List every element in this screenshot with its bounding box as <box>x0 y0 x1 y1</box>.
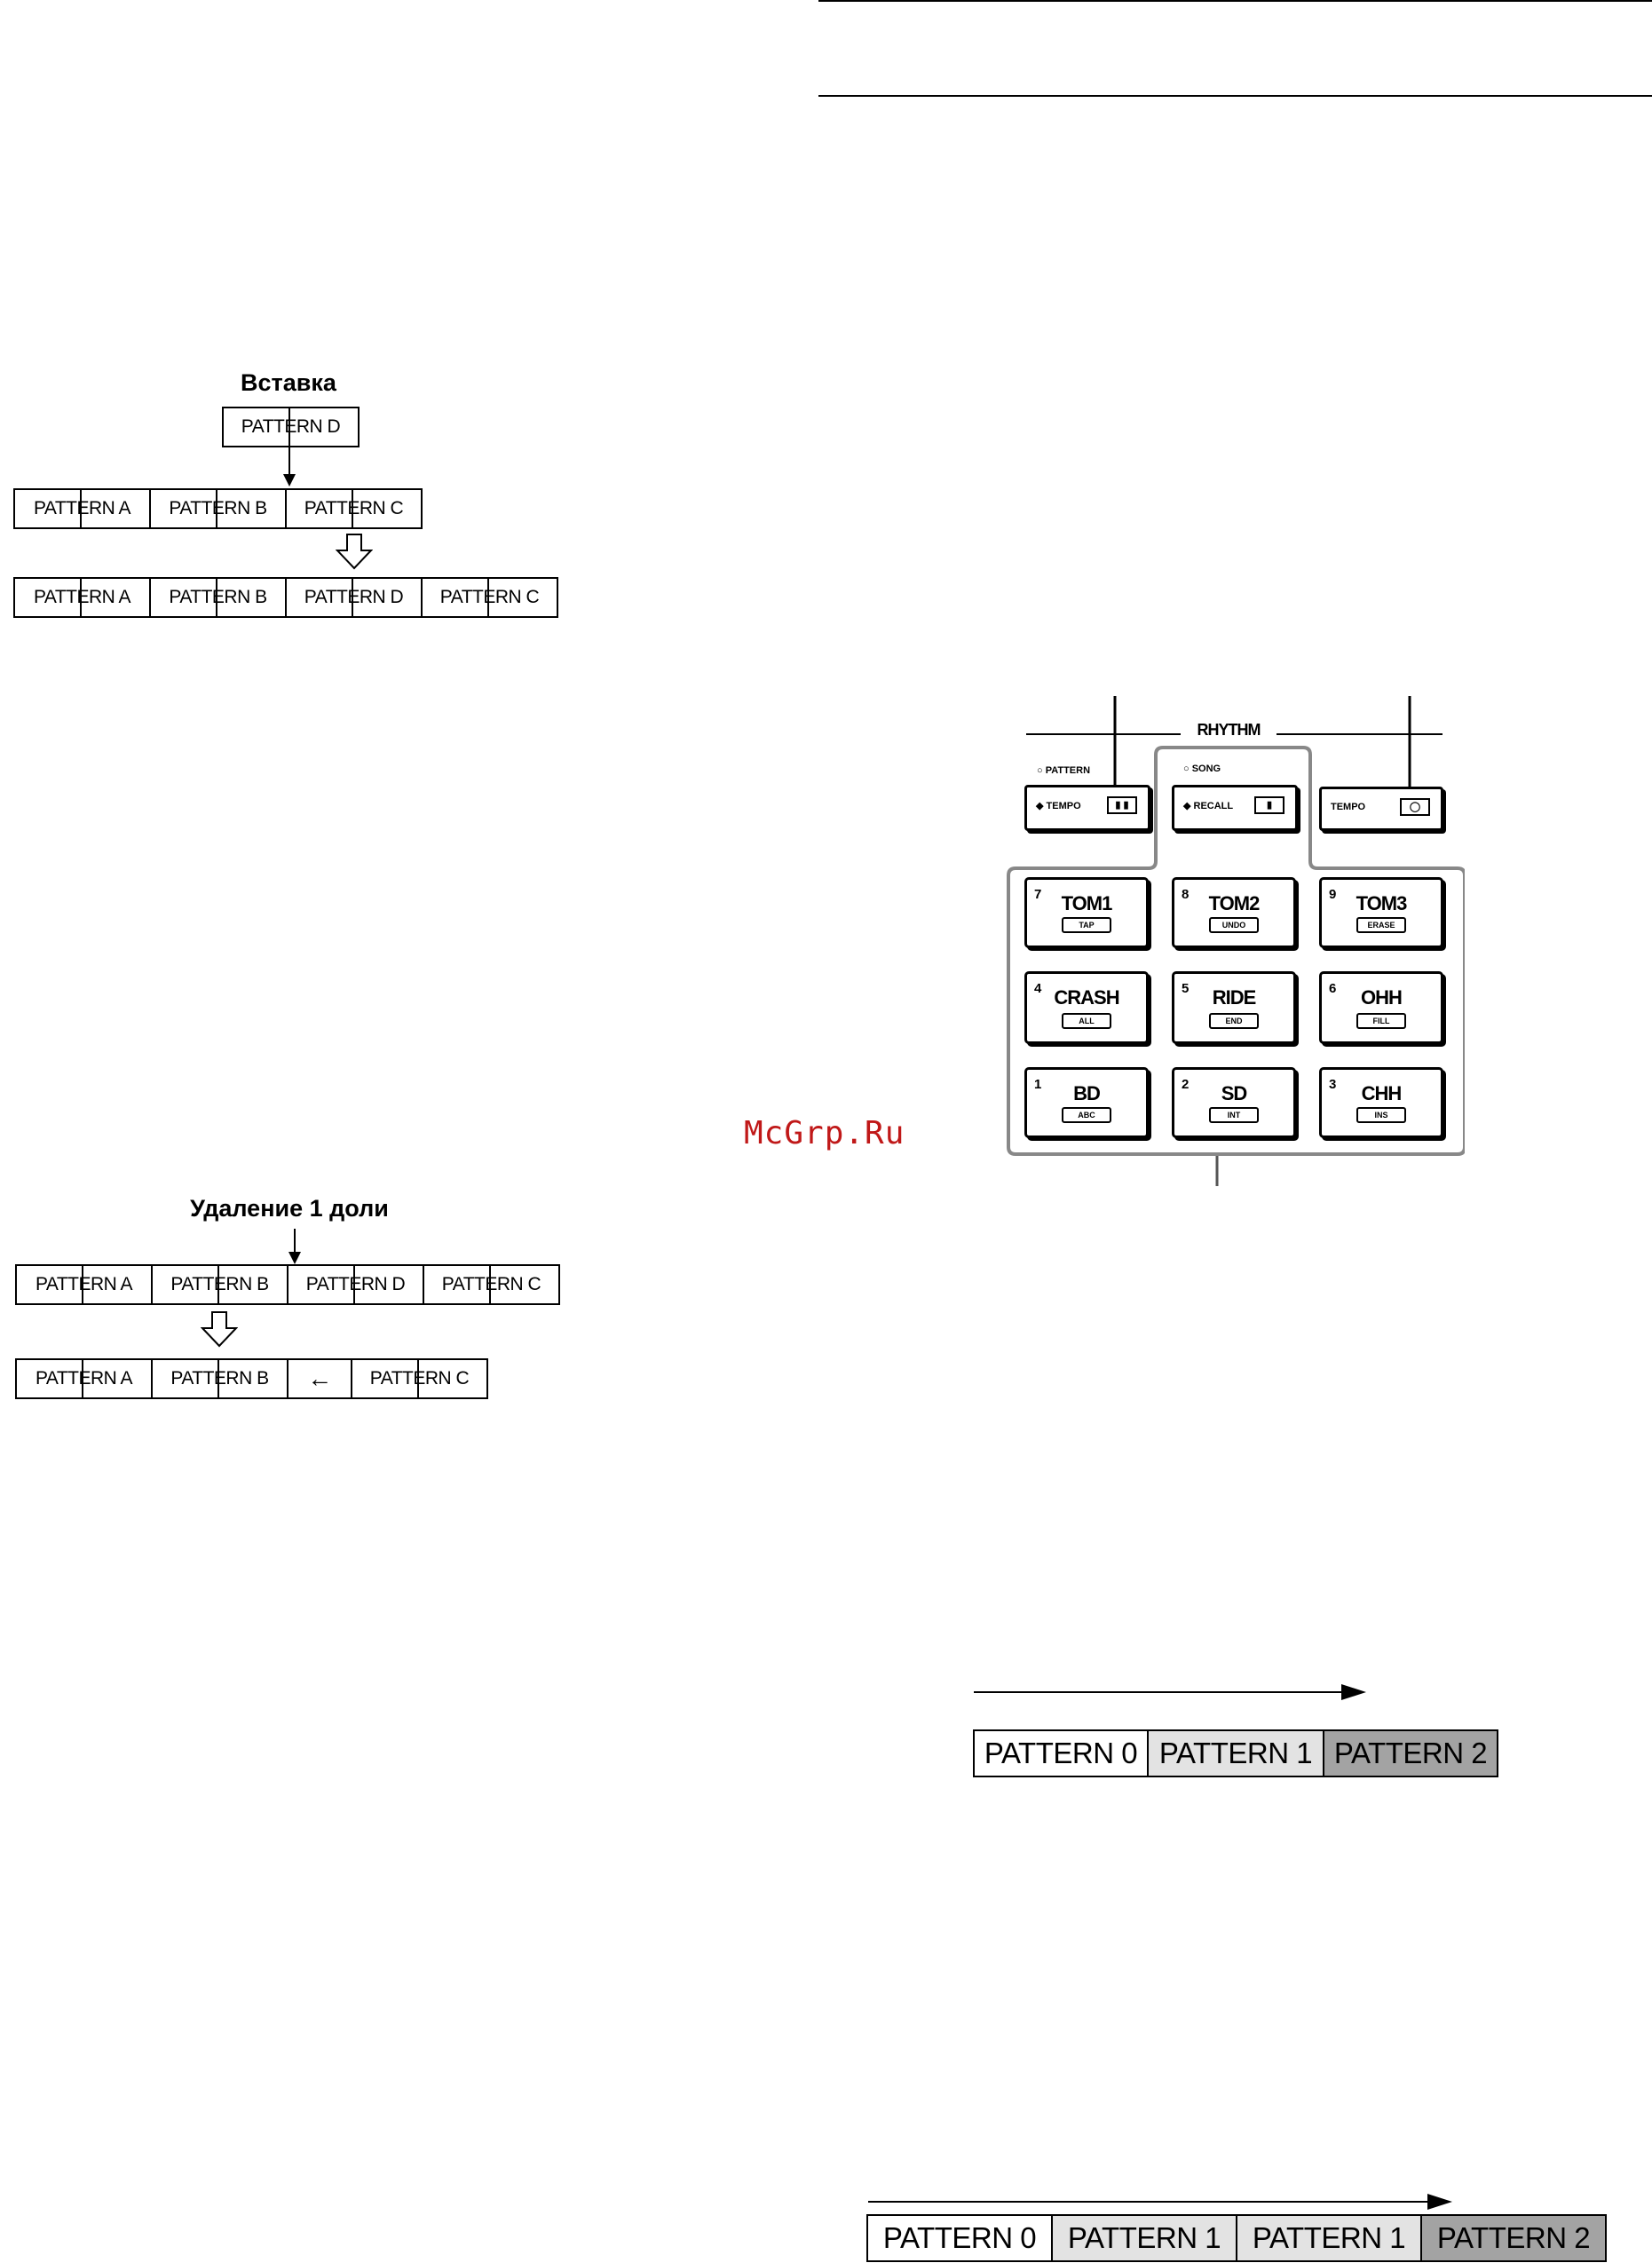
insert-before-row: PATTERN A PATTERN B PATTERN C <box>13 488 423 529</box>
delete-before-row: PATTERN A PATTERN B PATTERN D PATTERN C <box>15 1264 560 1305</box>
pattern-cell: PATTERN C <box>285 488 423 529</box>
insert-result-arrow-icon <box>336 534 373 570</box>
pattern-cell: PATTERN C <box>421 577 558 618</box>
delete-down-arrow <box>289 1229 301 1264</box>
pattern-cell: PATTERN D <box>222 407 360 447</box>
pattern-cell: PATTERN 0 <box>973 1729 1149 1777</box>
watermark-text: McGrp.Ru <box>744 1115 905 1151</box>
pattern-cell: PATTERN A <box>13 577 151 618</box>
recall-button[interactable]: ◆ RECALL▮ <box>1172 785 1298 831</box>
delete-after-row: PATTERN A PATTERN B ← PATTERN C <box>15 1358 488 1399</box>
pattern-cell: PATTERN B <box>149 488 287 529</box>
pattern-cell: PATTERN 1 <box>1147 1729 1324 1777</box>
inserted-pattern: PATTERN D <box>222 407 360 447</box>
pattern-led-label: ○ PATTERN <box>1037 765 1091 776</box>
delete-caption: Удаление 1 доли <box>190 1195 389 1222</box>
header-rule-top <box>818 0 1652 2</box>
pattern-cell: PATTERN A <box>13 488 151 529</box>
pattern-cell: PATTERN B <box>149 577 287 618</box>
pattern-cell: PATTERN B <box>151 1358 289 1399</box>
tempo-button[interactable]: TEMPO◯ <box>1319 787 1443 831</box>
insert-caption: Вставка <box>241 369 336 396</box>
insert-down-arrow <box>283 447 296 487</box>
delete-result-arrow-icon <box>201 1311 238 1348</box>
pattern-cell: PATTERN D <box>287 1264 424 1305</box>
pattern-cell: PATTERN C <box>351 1358 488 1399</box>
gap-left-arrow-icon: ← <box>287 1358 352 1399</box>
song-led-label: ○ SONG <box>1183 764 1221 774</box>
chain1-row: PATTERN 0 PATTERN 1 PATTERN 2 <box>973 1729 1498 1777</box>
panel-frame <box>1007 696 1465 1186</box>
pattern-cell: PATTERN A <box>15 1264 153 1305</box>
pattern-cell: PATTERN 2 <box>1323 1729 1498 1777</box>
pattern-cell: PATTERN 2 <box>1420 2214 1607 2262</box>
pattern-cell: PATTERN B <box>151 1264 289 1305</box>
insert-after-row: PATTERN A PATTERN B PATTERN D PATTERN C <box>13 577 558 618</box>
panel-section-label: RHYTHM <box>1197 721 1261 739</box>
tempo-down-button[interactable]: ◆ TEMPO▮ ▮ <box>1024 785 1150 831</box>
pattern-cell: PATTERN 1 <box>1236 2214 1422 2262</box>
pattern-cell: PATTERN 0 <box>866 2214 1053 2262</box>
pattern-cell: PATTERN A <box>15 1358 153 1399</box>
pattern-cell: PATTERN D <box>285 577 423 618</box>
chain2-arrow <box>868 2194 1452 2210</box>
pattern-cell: PATTERN C <box>423 1264 560 1305</box>
pattern-cell: PATTERN 1 <box>1051 2214 1237 2262</box>
chain1-arrow <box>974 1684 1366 1700</box>
header-rule-bottom <box>818 95 1652 97</box>
chain2-row: PATTERN 0 PATTERN 1 PATTERN 1 PATTERN 2 <box>866 2214 1607 2262</box>
